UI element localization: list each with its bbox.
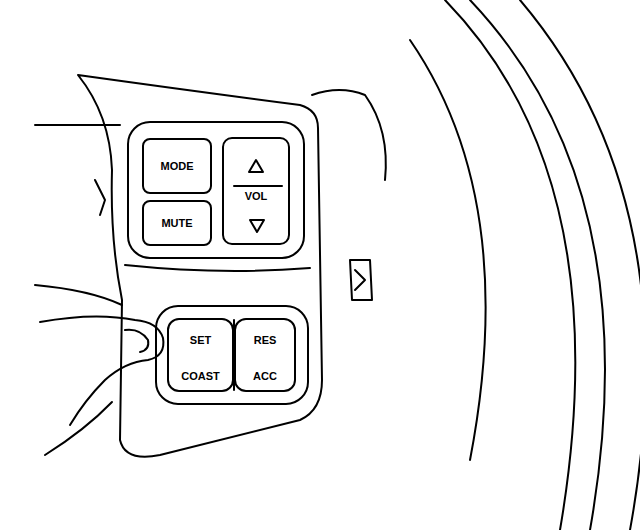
- wheel-rim: [410, 40, 486, 460]
- button-label: MUTE: [160, 217, 193, 229]
- cruise-bezel: [156, 306, 308, 404]
- spoke-edge: [35, 124, 120, 126]
- clip-tab: [355, 270, 365, 290]
- button-label: VOL: [244, 190, 269, 202]
- switch-housing: [78, 75, 322, 457]
- button-label: MODE: [160, 160, 195, 172]
- hub-edge: [312, 90, 386, 180]
- wheel-rim: [520, 0, 640, 530]
- button-label: RES: [253, 334, 278, 346]
- control-button: VOL: [222, 137, 290, 245]
- wheel-rim: [470, 0, 605, 530]
- control-button: RES ACC: [234, 318, 296, 392]
- control-button: SET COAST: [167, 318, 234, 392]
- finger-outline: [35, 285, 122, 305]
- housing-edge: [95, 180, 105, 215]
- finger-outline: [45, 402, 112, 455]
- up-arrow-symbol: [249, 160, 263, 172]
- down-arrow-symbol: [250, 220, 264, 232]
- control-button: MUTE: [142, 200, 212, 246]
- thumbnail: [125, 330, 148, 352]
- rocker-divider: [234, 185, 282, 187]
- clip-tab: [350, 260, 372, 300]
- thumb-outline: [40, 316, 163, 425]
- wheel-rim: [445, 0, 575, 530]
- housing-ridge: [125, 265, 310, 271]
- button-label: ACC: [252, 370, 278, 382]
- control-button: MODE: [142, 138, 212, 194]
- audio-bezel: [128, 122, 304, 258]
- button-label: SET: [189, 334, 212, 346]
- button-label: COAST: [180, 370, 221, 382]
